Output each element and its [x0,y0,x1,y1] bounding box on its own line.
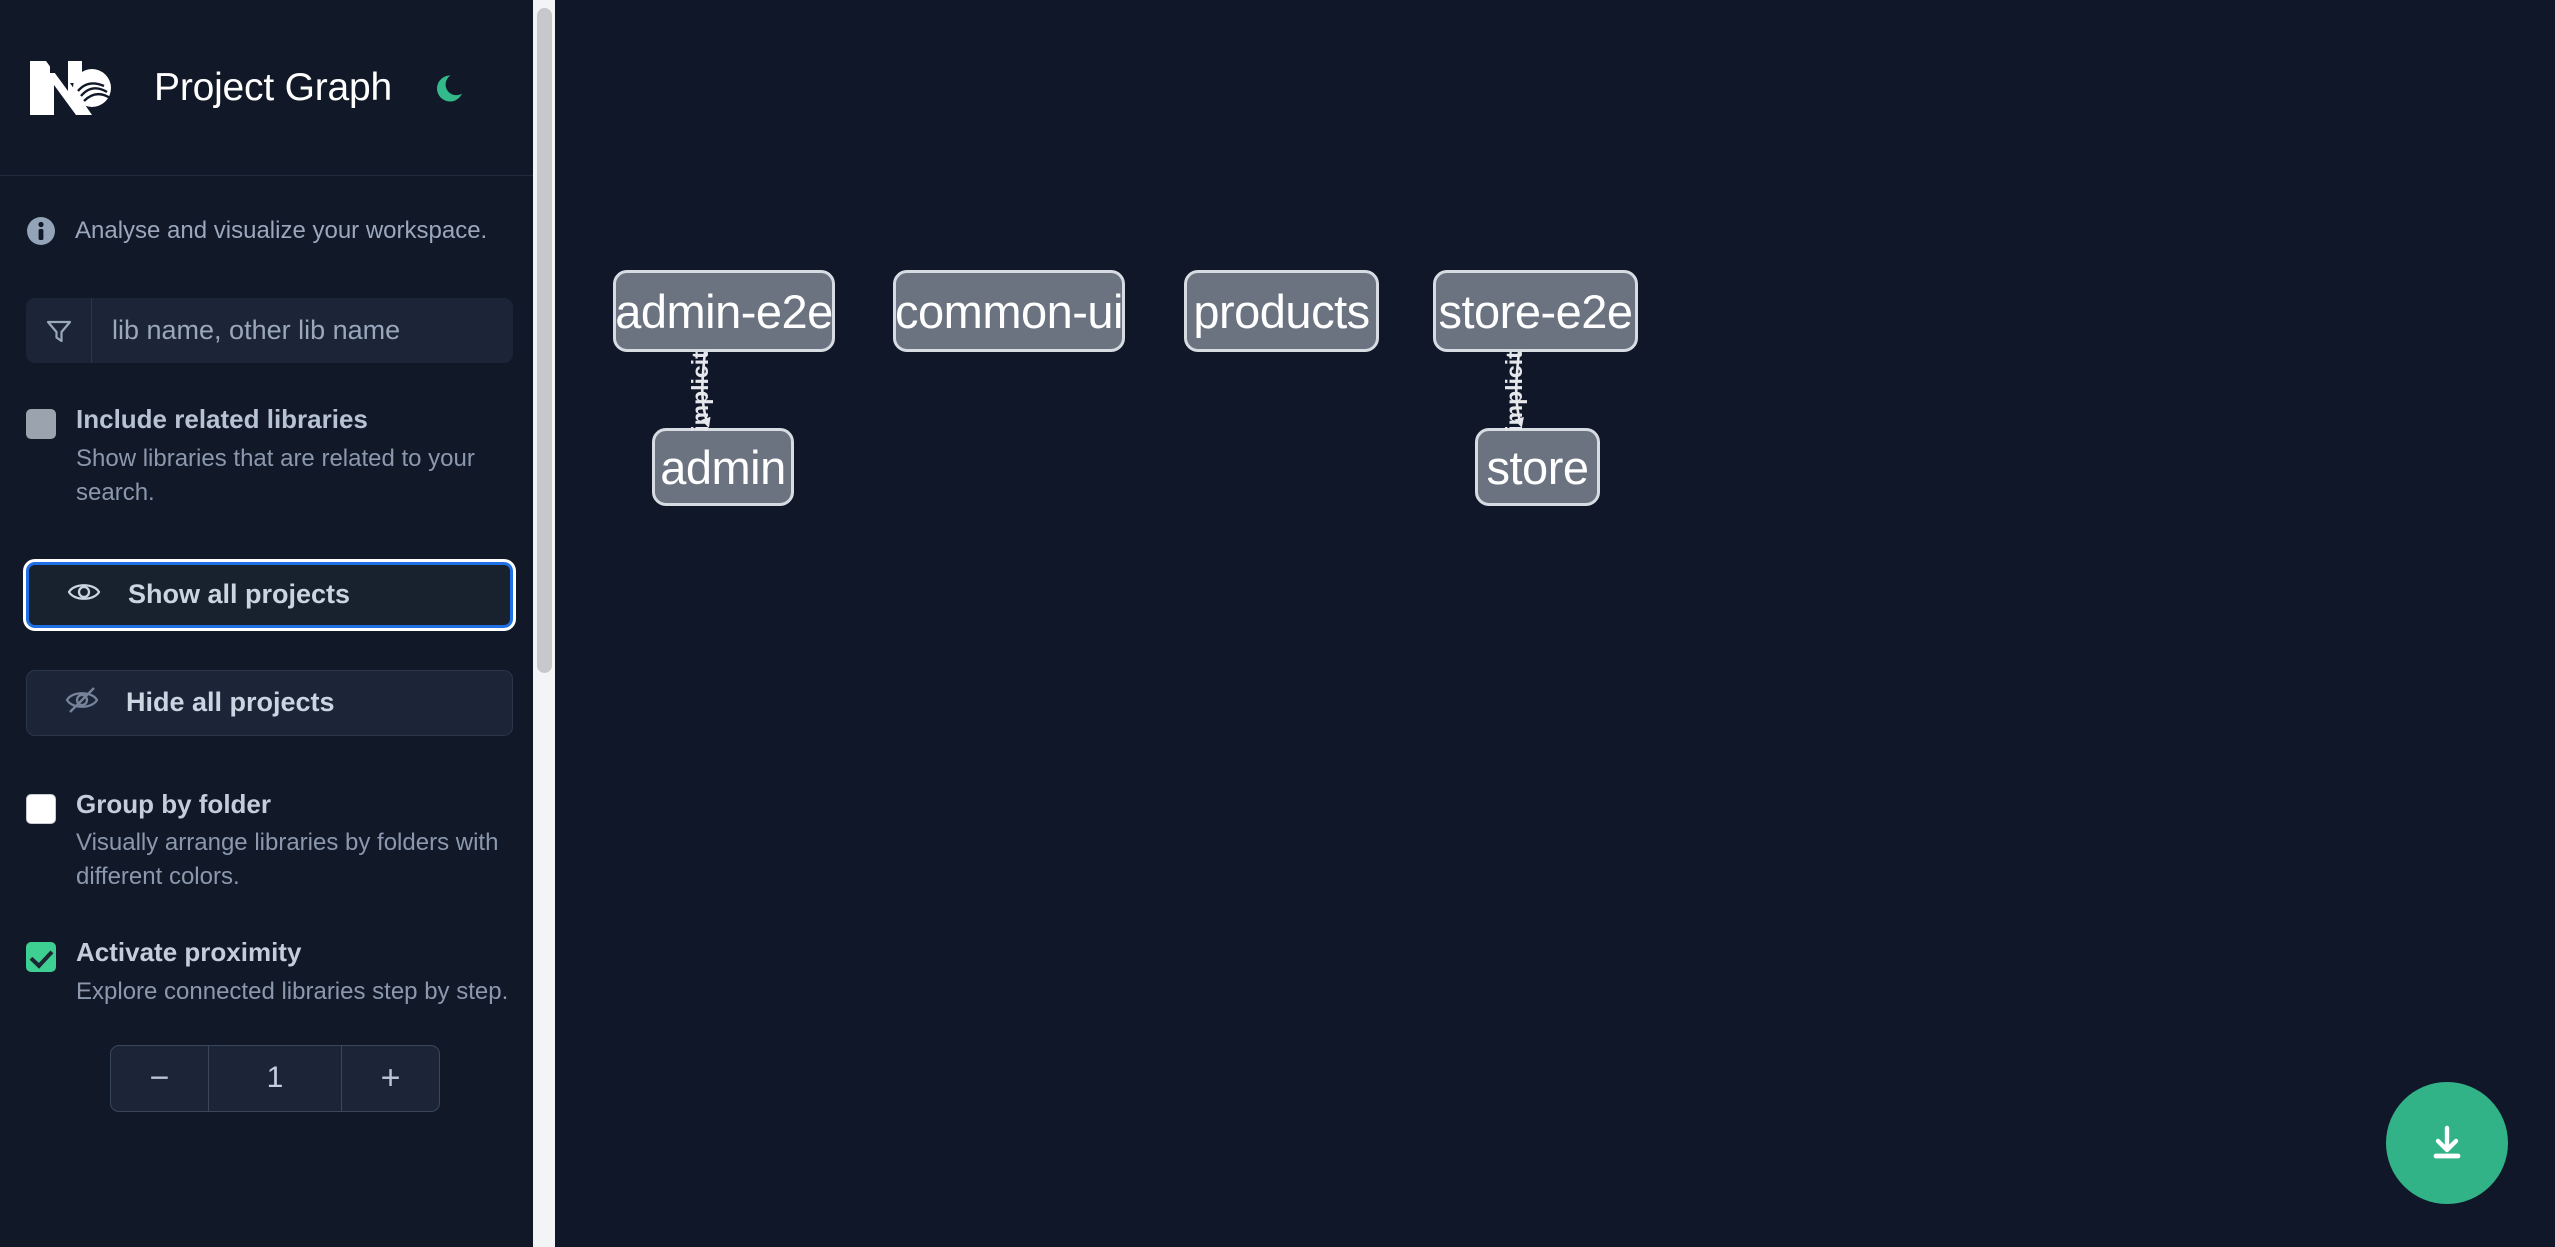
search-input[interactable] [92,298,513,363]
group-by-folder-description: Visually arrange libraries by folders wi… [76,829,499,891]
graph-canvas[interactable]: admin-e2e common-ui products store-e2e a… [555,0,2555,1247]
edge-label-store-implicit: implicit [1500,351,1527,432]
nx-logo [26,55,122,121]
group-by-folder-checkbox[interactable] [26,793,56,824]
filter-funnel-icon [26,298,92,363]
eye-icon [67,575,101,614]
sidebar-header: Project Graph [0,0,539,176]
show-all-projects-label: Show all projects [128,579,351,610]
activate-proximity-description: Explore connected libraries step by step… [76,977,509,1005]
option-group-by-folder[interactable]: Group by folder Visually arrange librari… [0,788,539,895]
workspace-info-text: Analyse and visualize your workspace. [75,217,488,244]
proximity-value: 1 [266,1061,284,1095]
activate-proximity-checkbox[interactable] [26,942,56,973]
group-by-folder-label: Group by folder [76,788,271,819]
include-related-libraries-checkbox[interactable] [26,409,56,439]
graph-node-common-ui[interactable]: common-ui [893,270,1125,352]
moon-icon[interactable] [430,67,472,109]
edge-store-e2e-store [1514,351,1524,428]
info-circle-icon [26,216,56,246]
activate-proximity-label: Activate proximity [76,937,302,968]
search-box[interactable] [26,298,513,363]
graph-edges [701,351,1524,428]
proximity-stepper[interactable]: − 1 + [110,1044,440,1112]
sidebar-scrollbar-track[interactable] [533,0,555,1247]
eye-off-icon [65,683,99,722]
show-all-projects-button[interactable]: Show all projects [26,561,513,628]
sidebar-scrollbar-thumb[interactable] [537,8,552,673]
edge-label-admin-implicit: implicit [686,351,713,432]
proximity-decrement-button[interactable]: − [111,1045,209,1111]
sidebar: Project Graph Analyse and visualize yo [0,0,555,1247]
sidebar-scroll-area: Project Graph Analyse and visualize yo [0,0,539,1247]
page-title: Project Graph [154,65,393,109]
hide-all-projects-label: Hide all projects [126,687,335,718]
graph-node-admin-e2e[interactable]: admin-e2e [613,270,835,352]
download-icon [2425,1120,2469,1167]
option-activate-proximity[interactable]: Activate proximity Explore connected lib… [0,936,539,1009]
graph-node-products[interactable]: products [1184,270,1379,352]
include-related-libraries-description: Show libraries that are related to your … [76,444,475,506]
download-graph-button[interactable] [2386,1082,2508,1204]
proximity-increment-button[interactable]: + [341,1045,439,1111]
option-include-related-libraries[interactable]: Include related libraries Show libraries… [0,403,539,510]
graph-node-admin[interactable]: admin [652,428,794,506]
graph-node-store[interactable]: store [1475,428,1600,506]
graph-node-store-e2e[interactable]: store-e2e [1433,270,1638,352]
workspace-info: Analyse and visualize your workspace. [0,176,539,246]
hide-all-projects-button[interactable]: Hide all projects [26,669,513,736]
edge-admin-e2e-admin [701,351,711,428]
include-related-libraries-label: Include related libraries [76,404,368,434]
